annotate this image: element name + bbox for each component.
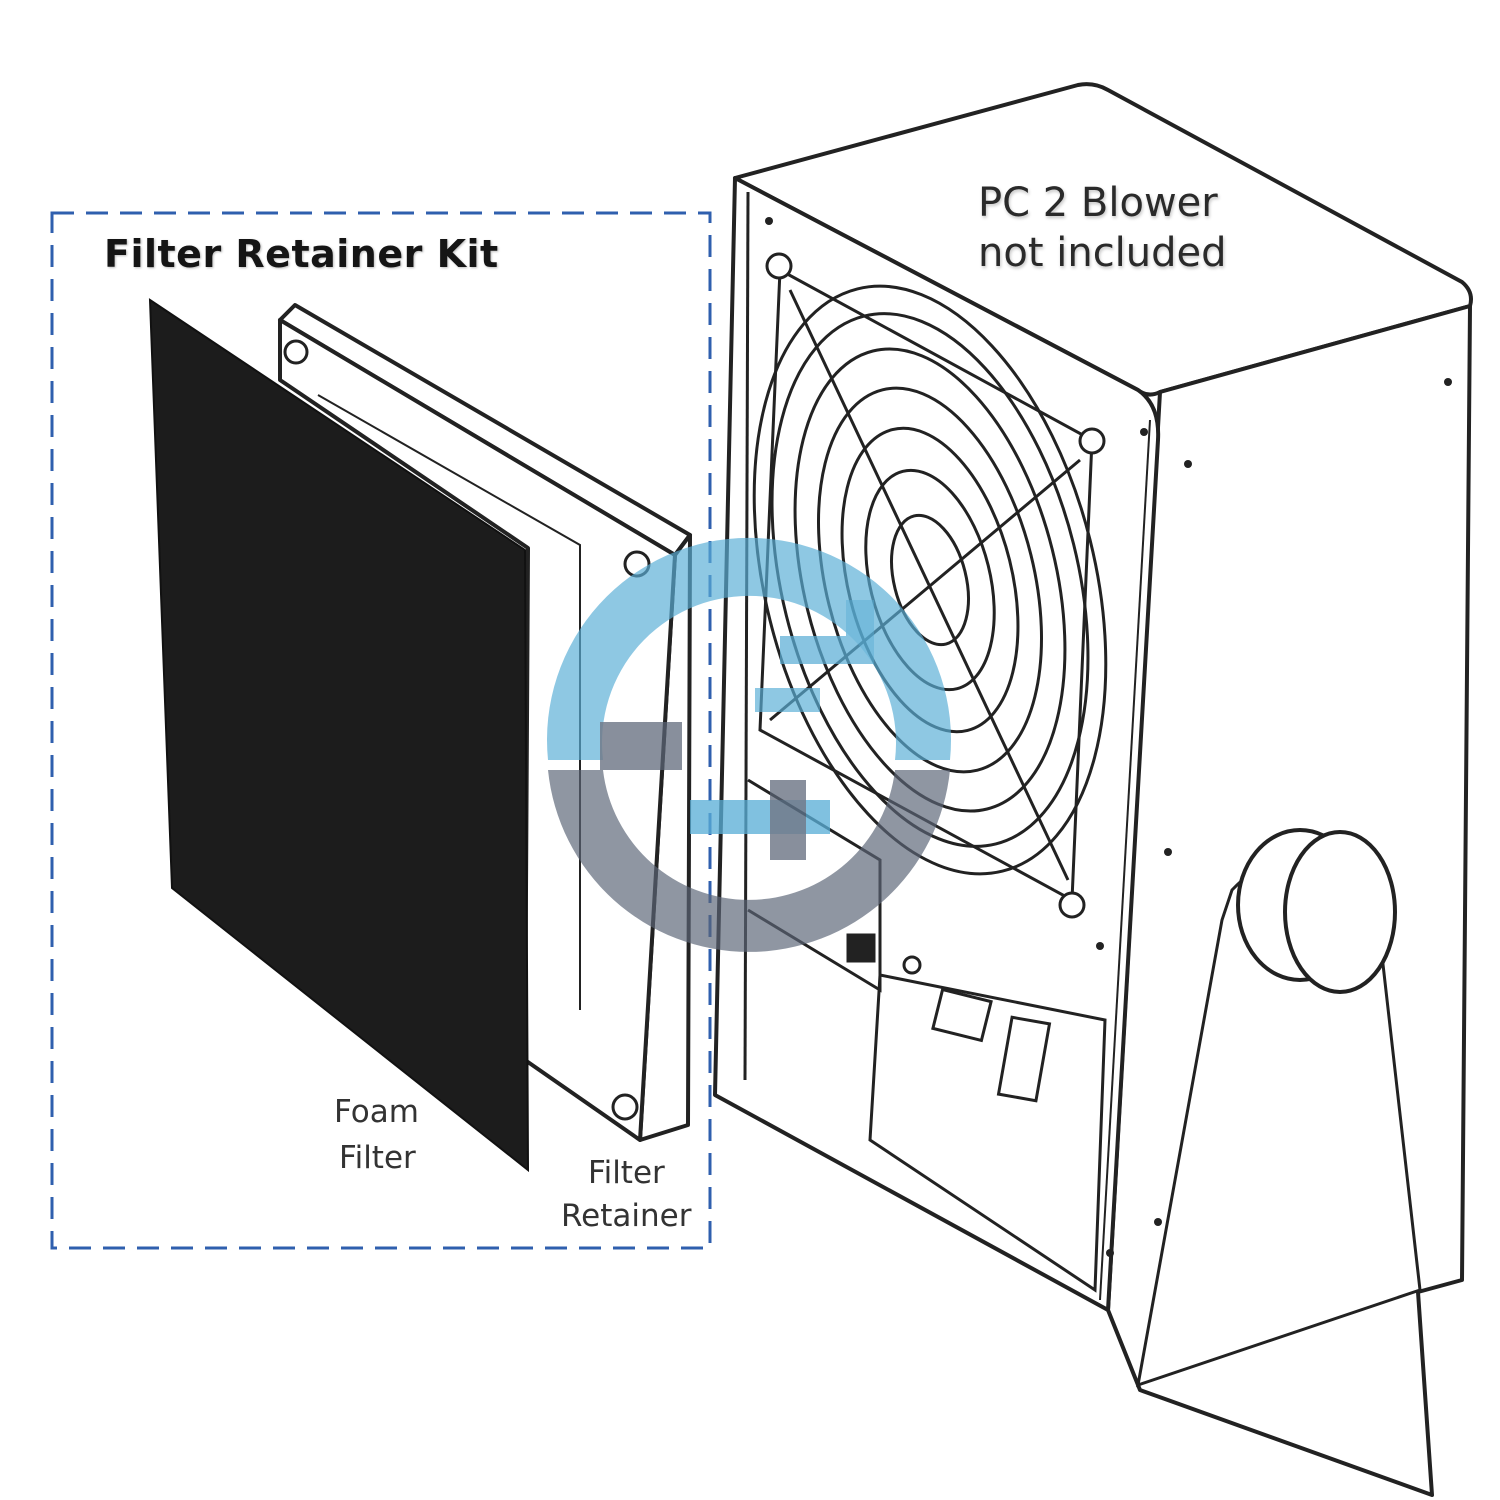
- side-edge: [1099, 419, 1151, 1301]
- blower-label-line1: PC 2 Blower: [978, 180, 1218, 226]
- filter-retainer-label-line1: Filter: [588, 1155, 665, 1191]
- retainer-holes: [283, 339, 651, 1121]
- watermark-logo: [546, 537, 952, 952]
- knob-icon: [1236, 828, 1397, 994]
- filter-retainer-frame: [278, 303, 692, 1142]
- fan-screws: [765, 252, 1106, 919]
- kit-boundary: [50, 211, 712, 1250]
- foam-filter-label-line2: Filter: [339, 1140, 416, 1176]
- foam-filter-label-line1: Foam: [334, 1094, 419, 1130]
- blower-label-line2: not included: [978, 230, 1227, 276]
- screw-dots: [765, 217, 1452, 1257]
- filter-retainer-label-line2: Retainer: [561, 1198, 692, 1234]
- kit-title: Filter Retainer Kit: [104, 232, 499, 276]
- foam-filter: [148, 298, 530, 1173]
